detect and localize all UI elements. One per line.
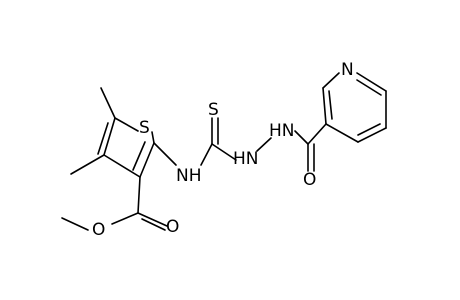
bond-ester-ether-o xyxy=(111,212,139,225)
bond-c3-ester-carbon xyxy=(137,176,141,214)
bond-py-c5-c4-double xyxy=(357,123,381,136)
ester-ether-oxygen-label: O xyxy=(92,220,105,240)
bond-hn-amide-c xyxy=(294,130,309,145)
bond-c2-nh xyxy=(153,142,177,166)
bond-c5-methyl xyxy=(100,87,116,119)
bond-hn-hn xyxy=(256,137,272,152)
ester-carbonyl-oxygen-label: O xyxy=(166,217,179,237)
ring-sulfur-label: S xyxy=(139,118,150,138)
thioamide-nh-label: NH xyxy=(176,166,202,186)
bond-c4-methyl xyxy=(70,154,105,175)
bond-amide-c-pyridine xyxy=(307,123,327,145)
bond-c5-c4-double xyxy=(97,122,109,155)
bonds xyxy=(61,72,387,231)
thione-sulfur-label: S xyxy=(208,100,219,120)
bond-py-c5-c4 xyxy=(357,127,387,143)
hydrazine-nh-label: HN xyxy=(233,149,259,169)
bond-py-c2-n xyxy=(322,72,340,89)
bond-c4-c3 xyxy=(103,154,141,178)
bond-c-thione-nh xyxy=(211,143,237,161)
bond-c3-c2-double xyxy=(132,141,146,171)
bond-py-c3-c2-double xyxy=(328,90,333,120)
bond-py-n-c6 xyxy=(356,72,387,92)
bond-py-c4-c3 xyxy=(325,123,359,143)
atom-labels: S NH S HN HN O N O O xyxy=(92,60,354,240)
bond-nh-c-thione xyxy=(200,143,213,166)
amide-oxygen-label: O xyxy=(303,170,316,190)
bond-c3-c2 xyxy=(139,142,155,178)
bond-ester-carbonyl-double xyxy=(141,218,166,231)
pyridine-nitrogen-label: N xyxy=(341,60,354,80)
bond-c5-c4 xyxy=(103,117,116,156)
bond-ether-o-methyl xyxy=(61,217,89,231)
bond-c2-s xyxy=(151,131,155,144)
bond-py-c3-c2 xyxy=(322,87,327,125)
bond-ester-carbonyl xyxy=(137,212,168,227)
bond-py-n-c6-double xyxy=(356,79,382,96)
hydrazine-nh2-label: HN xyxy=(269,121,295,141)
bond-s-c5 xyxy=(114,117,139,132)
